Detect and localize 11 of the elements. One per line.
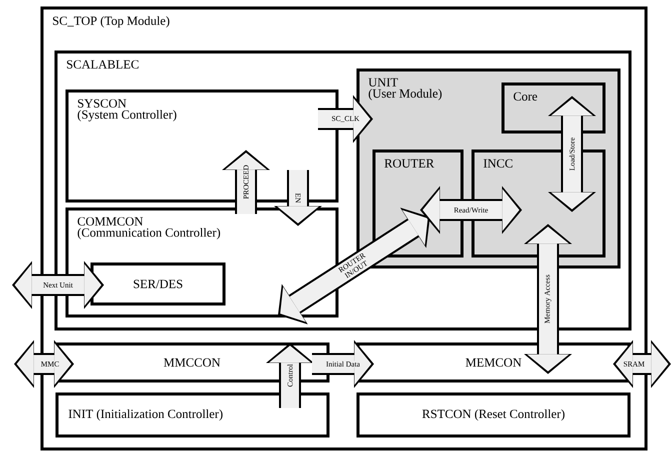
block-arrow — [420, 186, 522, 234]
block-arrow — [274, 170, 322, 226]
block-arrow — [613, 340, 671, 388]
block-arrow — [14, 340, 74, 388]
block-arrow — [266, 343, 314, 408]
block-arrow — [12, 261, 104, 309]
module-box: INIT (Initialization Controller) — [56, 392, 330, 438]
block-arrow — [548, 96, 596, 212]
module-box: RSTCON (Reset Controller) — [356, 392, 630, 438]
block-arrow — [524, 224, 572, 374]
module-box: SER/DES — [90, 262, 226, 306]
